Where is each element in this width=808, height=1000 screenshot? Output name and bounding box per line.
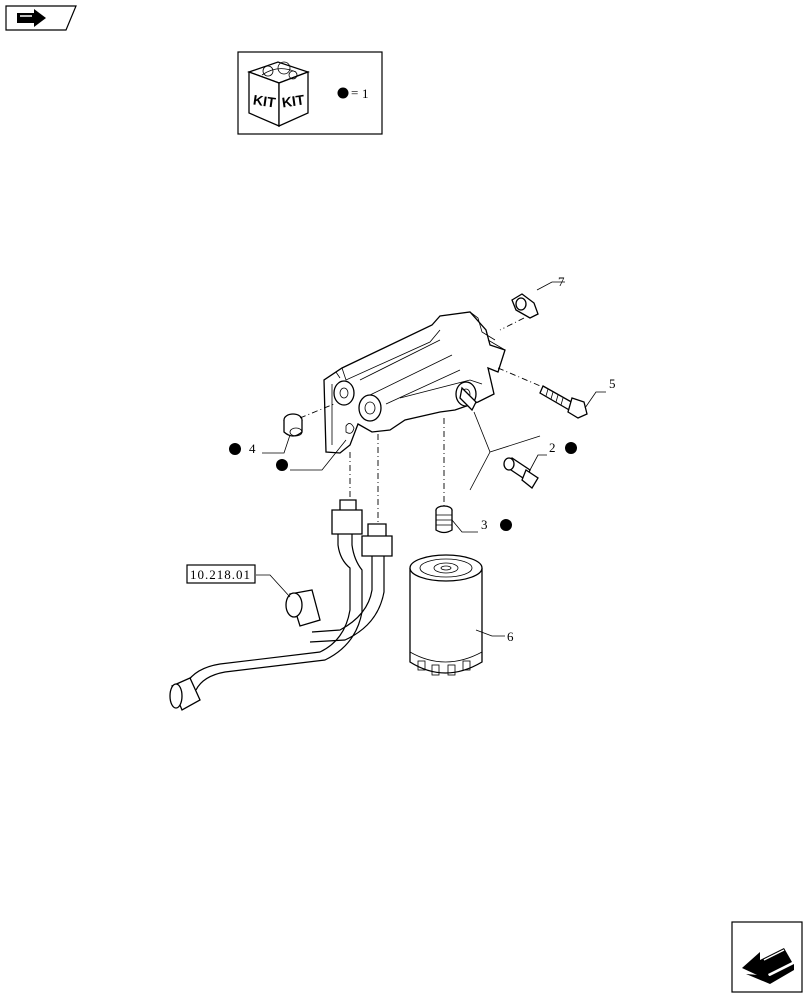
kit-text-left: KIT	[252, 92, 277, 111]
kit-legend-box: KIT KIT = 1	[237, 51, 383, 135]
callout-label-6: 6	[507, 629, 514, 644]
kit-text-right: KIT	[281, 91, 306, 110]
part-4-plug	[283, 413, 303, 437]
callout-label-3: 3	[481, 517, 488, 532]
callout-5: 5	[609, 376, 616, 391]
callout-leader-lines	[256, 281, 606, 637]
callout-3: 3	[481, 517, 512, 532]
kit-dot-icon	[229, 443, 241, 455]
callout-1	[276, 459, 288, 471]
callout-7: 7	[558, 274, 565, 289]
callout-2: 2	[549, 440, 577, 455]
kit-dot-icon	[337, 87, 349, 99]
kit-box-icon: KIT KIT	[247, 61, 310, 128]
assembly-guide-lines	[299, 317, 546, 524]
callout-label-7: 7	[558, 274, 565, 289]
callout-label-2: 2	[549, 440, 556, 455]
part-6-filter-cartridge	[409, 554, 483, 676]
part-2-fitting	[503, 457, 539, 489]
part-7-wing-fitting	[511, 293, 539, 319]
filter-head-housing	[323, 311, 506, 454]
arrow-left-icon	[742, 948, 794, 984]
kit-equals: =	[351, 85, 358, 100]
kit-dot-icon	[565, 442, 577, 454]
callout-label-4: 4	[249, 441, 256, 456]
part-5-bolt	[539, 385, 588, 419]
reference-link-box[interactable]: 10.218.01	[186, 564, 256, 584]
previous-page-button[interactable]	[731, 921, 803, 993]
kit-dot-icon	[276, 459, 288, 471]
next-page-tab[interactable]	[5, 5, 77, 31]
kit-dot-icon	[500, 519, 512, 531]
fuel-pipe-assembly	[169, 499, 393, 711]
callout-label-5: 5	[609, 376, 616, 391]
callout-4: 4	[229, 441, 256, 456]
kit-quantity: 1	[362, 86, 369, 101]
callout-6: 6	[507, 629, 514, 644]
part-3-nipple	[435, 505, 453, 534]
reference-label[interactable]: 10.218.01	[190, 567, 251, 582]
arrow-right-icon	[17, 9, 46, 27]
